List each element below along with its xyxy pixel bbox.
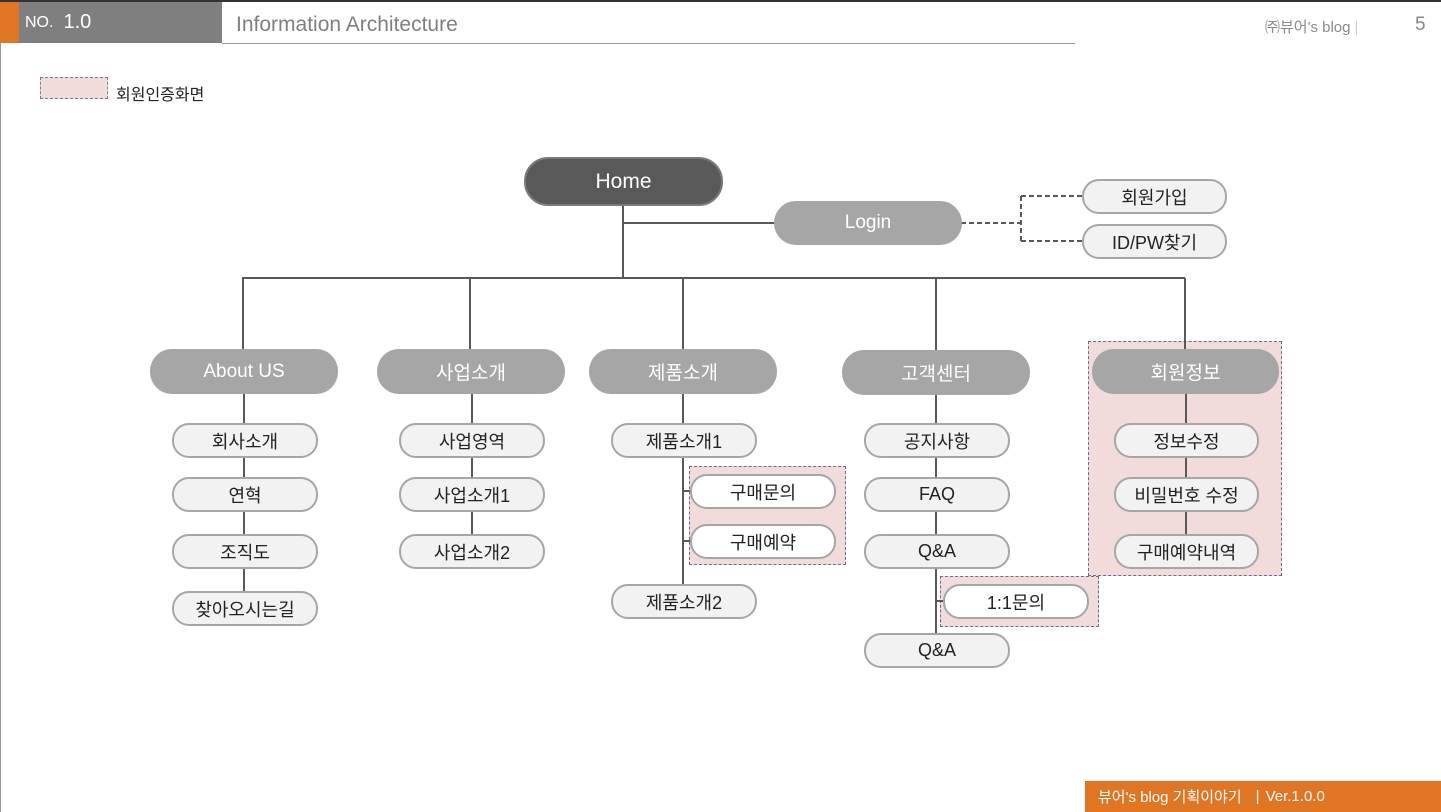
product-auth-item: 구매예약: [690, 524, 836, 559]
about-item: 찾아오시는길: [172, 591, 318, 626]
product-item: 제품소개2: [611, 584, 757, 619]
business-item: 사업소개1: [399, 477, 545, 512]
footer-bar: 뷰어's blog 기획이야기 | Ver.1.0.0: [1085, 781, 1441, 812]
brand-name: ㈜뷰어's blog: [1265, 19, 1351, 36]
page-number: 5: [1415, 14, 1426, 35]
left-border: [0, 43, 1, 812]
about-item: 회사소개: [172, 423, 318, 458]
home-node: Home: [524, 157, 723, 206]
slide-number-box: NO. 1.0: [19, 2, 222, 43]
support-item: FAQ: [864, 477, 1010, 512]
category-support: 고객센터: [842, 350, 1030, 395]
business-item: 사업소개2: [399, 534, 545, 569]
login-node: Login: [774, 201, 962, 245]
category-business: 사업소개: [377, 349, 565, 394]
page-title: Information Architecture: [236, 13, 458, 36]
member-item: 구매예약내역: [1114, 534, 1259, 569]
find-id-pw-node: ID/PW찾기: [1082, 224, 1227, 259]
title-underline: [222, 43, 1075, 44]
about-item: 연혁: [172, 477, 318, 512]
category-about-us: About US: [150, 349, 338, 394]
product-item: 제품소개1: [611, 423, 757, 458]
product-auth-item: 구매문의: [690, 474, 836, 509]
member-item: 비밀번호 수정: [1114, 477, 1259, 512]
legend-label: 회원인증화면: [116, 87, 205, 104]
top-rule: [0, 0, 1441, 2]
brand-separator: |: [1354, 19, 1359, 36]
legend-swatch: [40, 77, 108, 99]
slide-number-label: NO.: [25, 13, 54, 31]
support-item: Q&A: [864, 534, 1010, 569]
category-member: 회원정보: [1092, 349, 1279, 394]
header-brand: ㈜뷰어's blog|: [1265, 16, 1358, 37]
category-product: 제품소개: [589, 349, 777, 394]
support-auth-item: 1:1문의: [943, 584, 1089, 619]
support-item: Q&A: [864, 633, 1010, 668]
footer-separator: |: [1255, 788, 1260, 805]
slide-number-value: 1.0: [63, 11, 92, 33]
member-item: 정보수정: [1114, 423, 1259, 458]
footer-version: Ver.1.0.0: [1265, 788, 1325, 805]
about-item: 조직도: [172, 534, 318, 569]
footer-text: 뷰어's blog 기획이야기: [1098, 789, 1242, 806]
header-accent-bar: [0, 2, 19, 43]
support-item: 공지사항: [864, 423, 1010, 458]
business-item: 사업영역: [399, 423, 545, 458]
signup-node: 회원가입: [1082, 179, 1227, 214]
